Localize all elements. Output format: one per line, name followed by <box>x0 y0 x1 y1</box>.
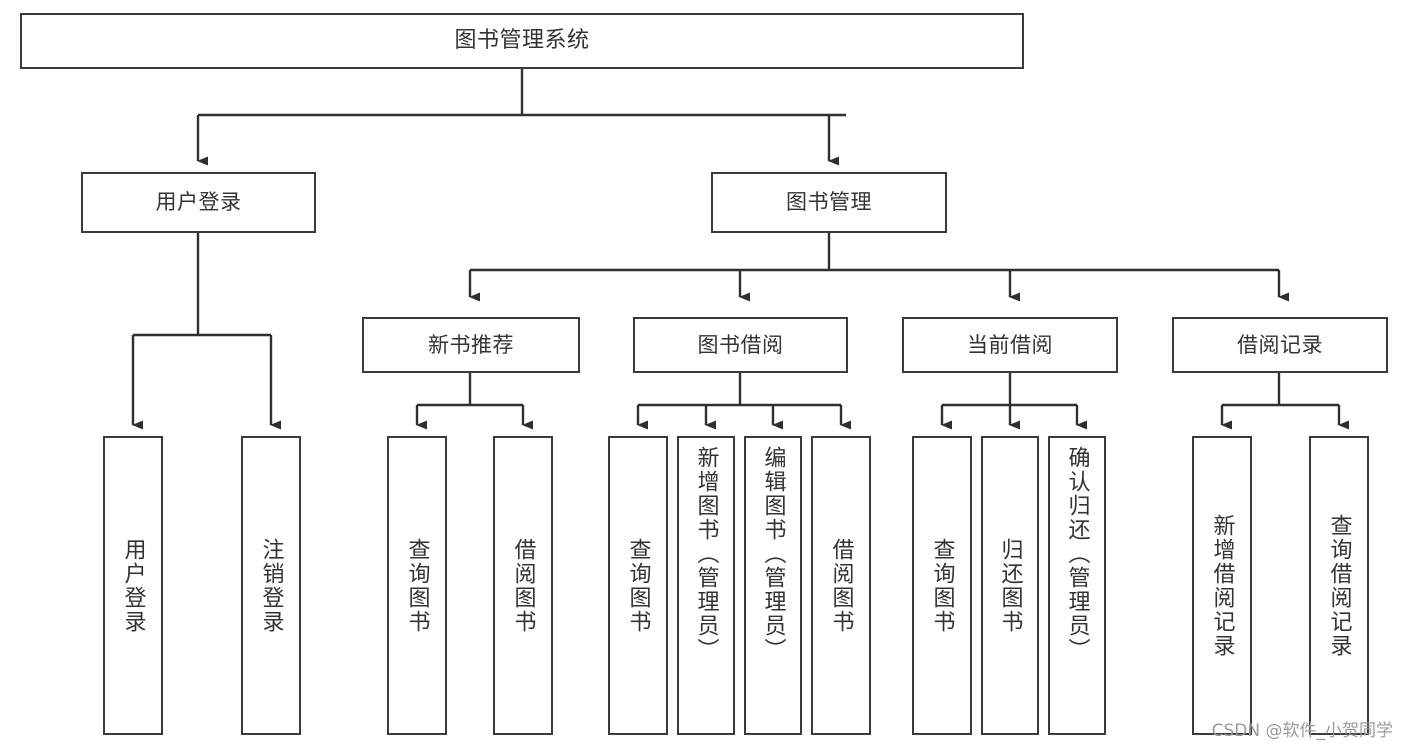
node-label: 新增借阅记录 <box>1209 513 1235 658</box>
node-label: 用户登录 <box>120 537 146 634</box>
node-leaf-return-book[interactable]: 归还图书 <box>981 436 1039 735</box>
node-label: 新增图书（管理员） <box>693 446 719 662</box>
node-leaf-query-book-3[interactable]: 查询图书 <box>912 436 972 735</box>
node-label: 当前借阅 <box>967 332 1053 357</box>
node-label: 查询图书 <box>625 537 651 634</box>
node-leaf-query-book-1[interactable]: 查询图书 <box>387 436 447 735</box>
node-leaf-borrow-book-2[interactable]: 借阅图书 <box>811 436 871 735</box>
node-book-manage[interactable]: 图书管理 <box>711 172 947 233</box>
node-label: 借阅图书 <box>510 537 536 634</box>
node-leaf-user-login[interactable]: 用户登录 <box>103 436 163 735</box>
node-leaf-add-book[interactable]: 新增图书（管理员） <box>677 436 735 735</box>
node-leaf-query-book-2[interactable]: 查询图书 <box>608 436 668 735</box>
node-label: 借阅图书 <box>828 537 854 634</box>
node-book-borrow[interactable]: 图书借阅 <box>633 317 848 373</box>
node-label: 用户登录 <box>155 190 242 215</box>
node-label: 借阅记录 <box>1237 332 1323 357</box>
node-label: 图书管理 <box>786 190 872 215</box>
node-user-login[interactable]: 用户登录 <box>81 172 316 233</box>
node-leaf-edit-book[interactable]: 编辑图书（管理员） <box>744 436 802 735</box>
node-root-system[interactable]: 图书管理系统 <box>20 13 1024 69</box>
node-leaf-confirm-return[interactable]: 确认归还（管理员） <box>1048 436 1106 735</box>
node-leaf-query-record[interactable]: 查询借阅记录 <box>1309 436 1369 735</box>
node-borrow-record[interactable]: 借阅记录 <box>1172 317 1388 373</box>
node-label: 注销登录 <box>258 537 284 634</box>
node-current-borrow[interactable]: 当前借阅 <box>902 317 1118 373</box>
node-label: 查询图书 <box>929 537 955 634</box>
node-label: 归还图书 <box>997 537 1023 634</box>
node-leaf-borrow-book-1[interactable]: 借阅图书 <box>493 436 553 735</box>
node-label: 查询图书 <box>404 537 430 634</box>
csdn-watermark: CSDN @软件_小贺同学 <box>1211 721 1393 741</box>
node-label: 查询借阅记录 <box>1326 513 1352 658</box>
node-label: 图书借阅 <box>697 332 784 357</box>
node-label: 编辑图书（管理员） <box>760 446 786 662</box>
node-label: 确认归还（管理员） <box>1064 446 1090 662</box>
node-label: 新书推荐 <box>428 332 514 357</box>
node-leaf-add-record[interactable]: 新增借阅记录 <box>1192 436 1252 735</box>
node-new-book-recommend[interactable]: 新书推荐 <box>362 317 580 373</box>
node-leaf-logout[interactable]: 注销登录 <box>241 436 301 735</box>
node-label: 图书管理系统 <box>454 28 590 54</box>
